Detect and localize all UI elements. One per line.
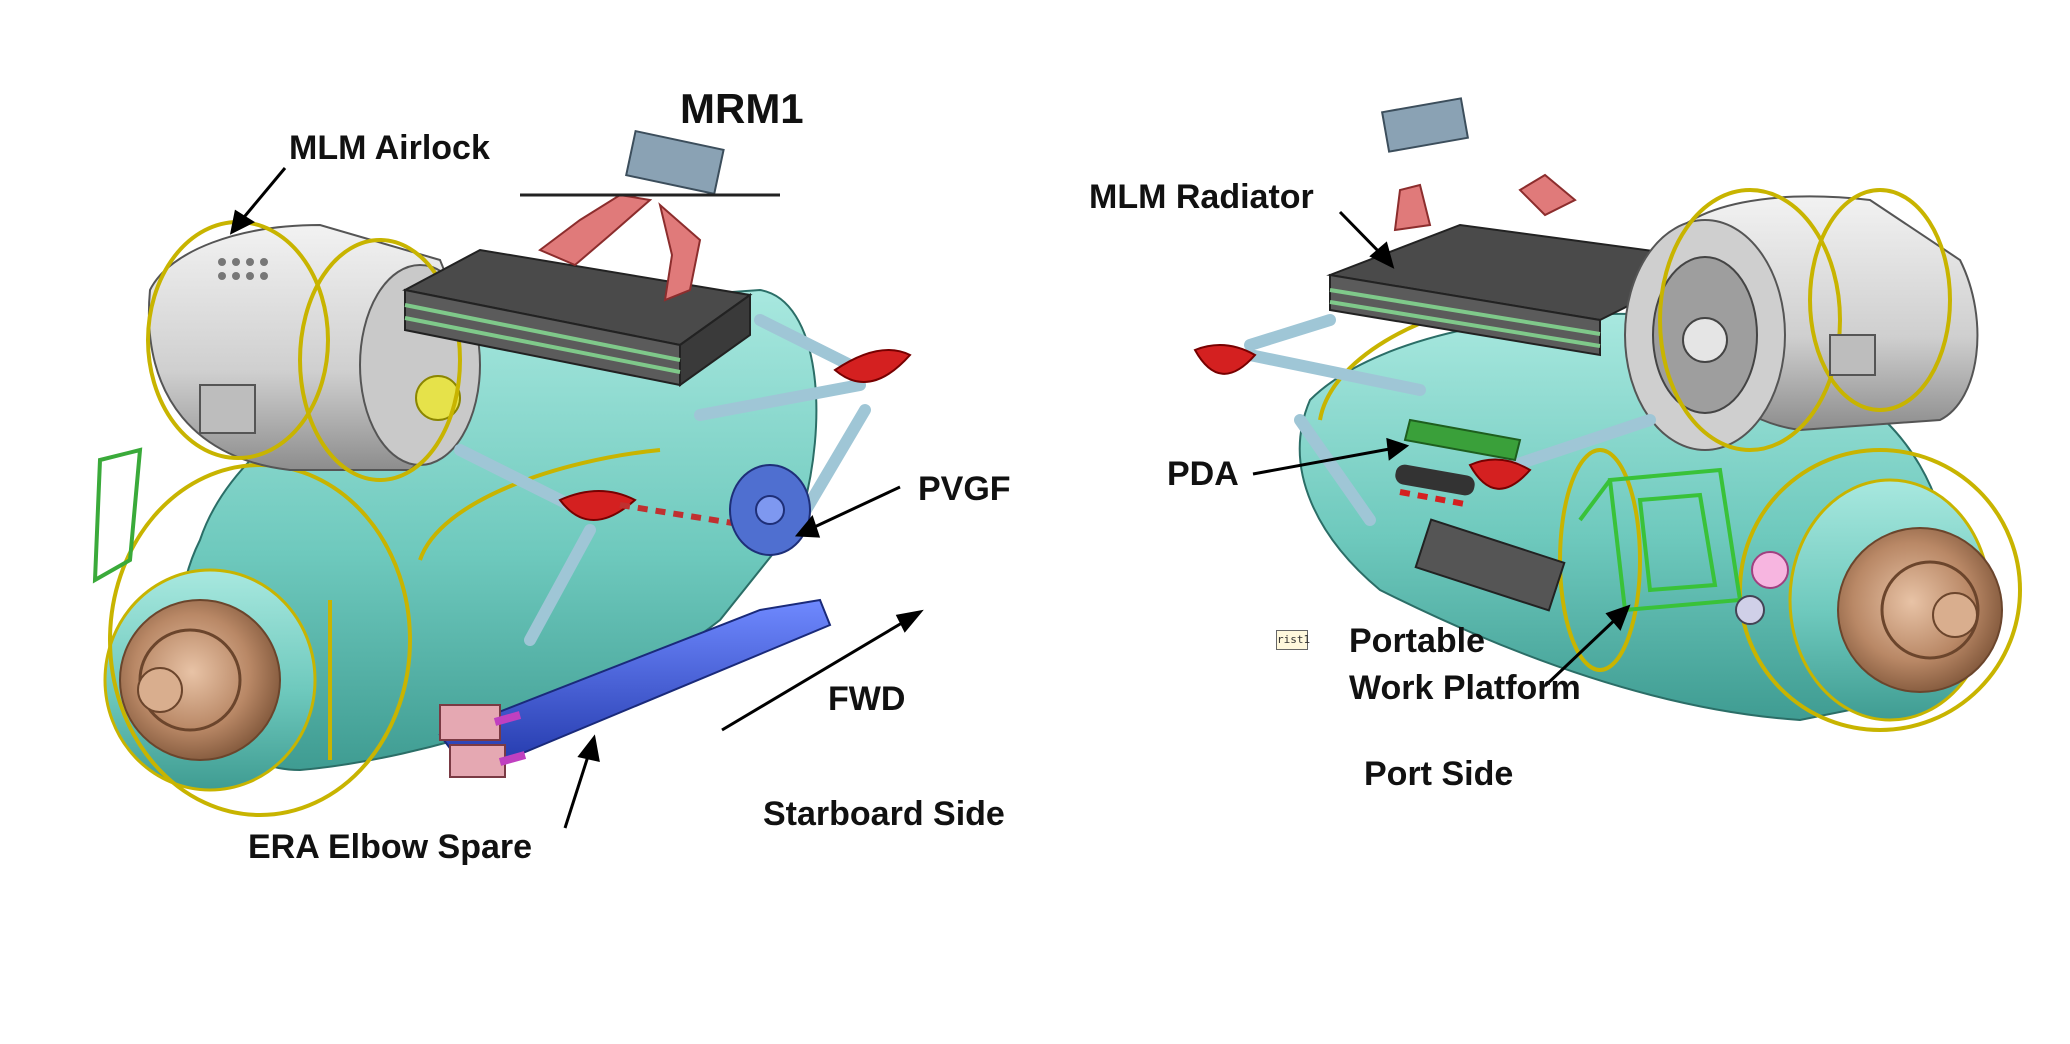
label-starboard-side: Starboard Side	[763, 795, 1005, 833]
label-era-elbow-spare: ERA Elbow Spare	[248, 828, 533, 866]
handle-red-2	[558, 490, 637, 521]
port-view	[1193, 97, 2022, 732]
label-port-side: Port Side	[1364, 755, 1514, 793]
pointer-arrows-starboard	[229, 167, 924, 829]
handle-red-port-1	[1193, 344, 1257, 375]
label-mlm-airlock: MLM Airlock	[289, 129, 490, 167]
pvgf-fixture	[729, 464, 811, 556]
label-fwd: FWD	[828, 680, 906, 718]
era-elbow-spare	[438, 598, 832, 778]
label-pda: PDA	[1167, 455, 1239, 493]
pointer-arrows-port	[1252, 210, 1631, 688]
handle-red-1	[833, 349, 912, 383]
label-mrm1: MRM1	[680, 85, 804, 132]
label-portable-work-platform-2: Work Platform	[1349, 669, 1581, 707]
mlm-radiator-port	[1326, 223, 1724, 357]
mlm-radiator-starboard	[402, 248, 753, 387]
mrm-fixture-port	[1380, 97, 1577, 232]
label-mlm-radiator: MLM Radiator	[1089, 178, 1314, 216]
mlm-airlock-starboard	[146, 220, 481, 482]
active-docking-hatch-port	[1837, 527, 2003, 693]
starboard-view	[92, 129, 924, 829]
label-pvgf: PVGF	[918, 470, 1011, 508]
mlm-airlock-port	[1624, 188, 1979, 452]
label-portable-work-platform-1: Portable	[1349, 622, 1486, 660]
pda-fixture	[1395, 418, 1522, 508]
small-tag: rist1	[1276, 630, 1310, 650]
mrm1-fixture	[520, 129, 780, 302]
handle-red-port-2	[1468, 458, 1532, 490]
